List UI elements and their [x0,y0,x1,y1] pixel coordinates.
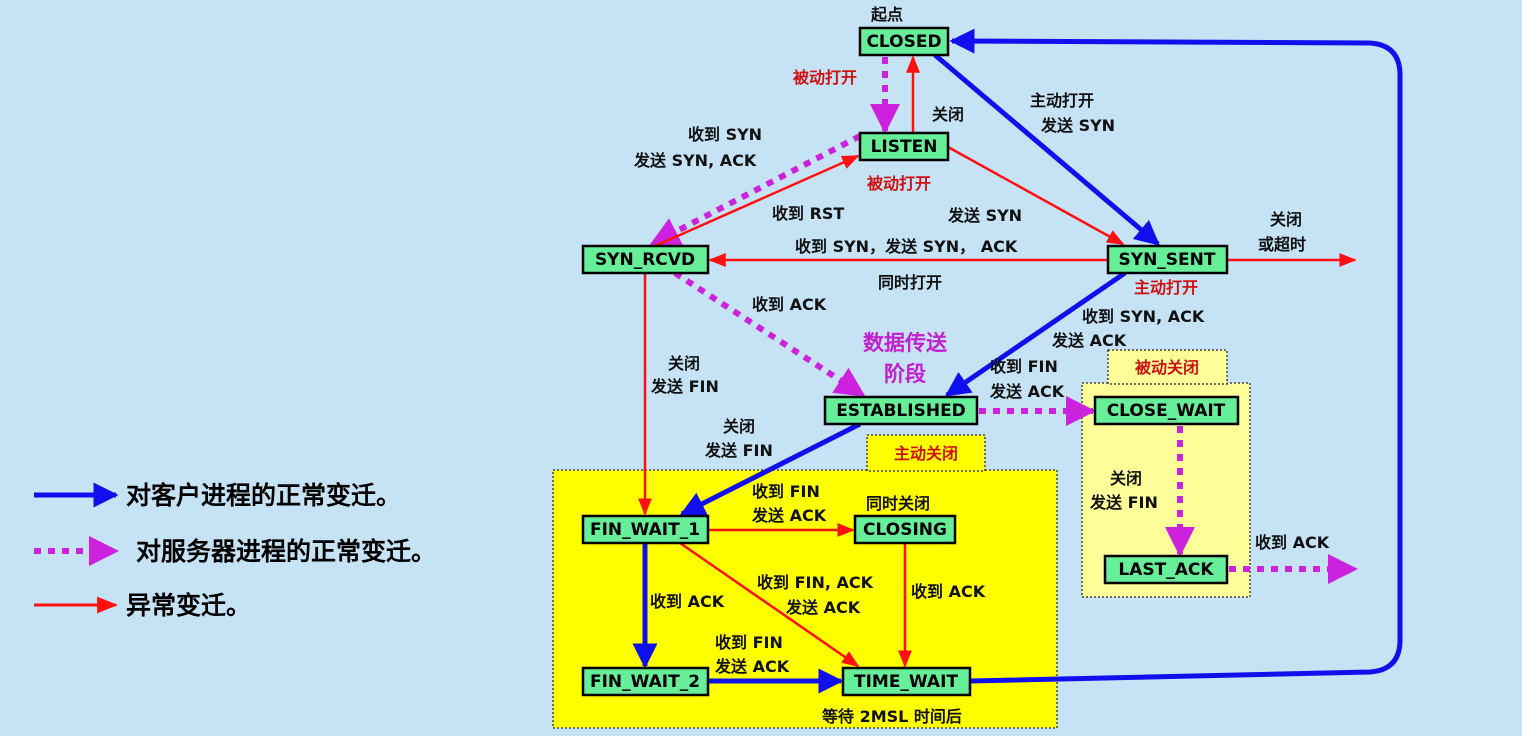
server-transitions [649,57,1358,584]
start-label: 起点 [870,5,903,24]
diagram-label: 发送 SYN [947,206,1022,225]
diagram-label: 发送 FIN [650,377,719,396]
close-label: 关闭 [932,105,964,124]
diagram-label: 对客户进程的正常变迁。 [126,481,401,510]
passive-close-label: 被动关闭 [1135,358,1199,377]
state-last-ack: LAST_ACK [1103,554,1229,585]
diagram-label: 同时打开 [878,273,942,292]
diagram-label: 收到 FIN, ACK [757,573,874,592]
diagram-label: FIN_WAIT_1 [590,520,700,540]
diagram-label: 收到 SYN, ACK [1082,307,1205,326]
edge-synrcvd-established [673,270,866,398]
diagram-label: CLOSE_WAIT [1107,401,1226,421]
diagram-label: FIN_WAIT_2 [590,672,700,692]
diagram-label: 发送 ACK [714,657,790,676]
diagram-label: 主动打开 [1030,91,1094,110]
diagram-label: 收到 RST [772,204,844,223]
diagram-label: 发送 ACK [751,506,827,525]
diagram-label: 主动打开 [1134,278,1198,297]
state-listen: LISTEN [858,131,950,162]
edge-listen-synrcvd [649,133,862,247]
client-transitions [632,28,1403,694]
state-close-wait: CLOSE_WAIT [1093,395,1240,426]
diagram-label: 发送 SYN [1040,116,1115,135]
state-fin-wait-1: FIN_WAIT_1 [581,514,710,545]
diagram-label: 发送 ACK [785,598,861,617]
abnormal-transitions [638,55,1357,668]
diagram-label: 发送 FIN [704,441,773,460]
diagram-label: 同时关闭 [866,494,930,513]
diagram-label: 关闭 [723,417,755,436]
diagram-label: 阶段 [884,362,926,386]
state-established: ESTABLISHED [823,395,979,426]
edge-timewait-closed [949,28,1403,684]
diagram-label: TIME_WAIT [854,672,958,692]
diagram-label: 收到 FIN [715,633,783,652]
diagram-label: 收到 ACK [1255,533,1330,552]
diagram-label: 收到 FIN [752,482,820,501]
diagram-label: 关闭 [1270,210,1302,229]
state-time-wait: TIME_WAIT [841,666,972,697]
legend-item-server: 对服务器进程的正常变迁。 [34,536,436,566]
state-fin-wait-2: FIN_WAIT_2 [581,666,710,697]
edge-closed-synsent [933,53,1160,246]
diagram-label: 发送 FIN [1089,493,1158,512]
edge-established-finwait1 [679,421,862,517]
state-syn-rcvd: SYN_RCVD [581,244,710,275]
legend: 对客户进程的正常变迁。 对服务器进程的正常变迁。 异常变迁。 [34,481,436,620]
diagram-label: CLOSING [863,520,947,540]
active-close-label: 主动关闭 [894,444,958,463]
diagram-label: ESTABLISHED [836,401,966,421]
legend-item-abnormal: 异常变迁。 [34,591,251,620]
diagram-label: LAST_ACK [1118,560,1214,580]
diagram-label: 关闭 [1110,469,1142,488]
passive-open-label: 被动打开 [793,68,857,87]
diagram-label: SYN_RCVD [595,250,695,270]
edge-listen-synsent [947,145,1125,246]
diagram-label: 发送 SYN, ACK [633,151,757,170]
diagram-label: 异常变迁。 [126,591,251,620]
diagram-label: 关闭 [668,354,700,373]
state-syn-sent: SYN_SENT [1106,244,1229,275]
diagram-label: 收到 ACK [650,592,725,611]
diagram-label: 收到 ACK [752,295,827,314]
edge-finwait1-timewait [679,541,860,668]
diagram-label: 发送 ACK [1051,331,1127,350]
edge-labels: 起点 被动打开 关闭 主动打开 发送 SYN 收到 SYN 发送 SYN, AC… [633,5,1330,726]
legend-item-client: 对客户进程的正常变迁。 [34,481,401,510]
diagram-label: 收到 ACK [911,582,986,601]
state-closing: CLOSING [853,514,957,545]
diagram-label: 收到 FIN [990,357,1058,376]
diagram-label: 被动打开 [867,174,931,193]
diagram-label: 数据传送 [863,331,948,355]
edge-synrcvd-listen [654,154,860,248]
diagram-label: 或超时 [1258,235,1306,254]
diagram-label: 收到 SYN，发送 SYN， ACK [795,237,1018,256]
state-closed: CLOSED [858,26,950,57]
diagram-label: 等待 2MSL 时间后 [821,707,962,726]
diagram-label: CLOSED [866,32,941,52]
diagram-label: SYN_SENT [1119,250,1216,270]
edge-synsent-established [944,270,1127,398]
diagram-label: 收到 SYN [688,125,762,144]
diagram-label: 对服务器进程的正常变迁。 [136,537,436,566]
diagram-label: LISTEN [871,137,938,157]
diagram-label: 发送 ACK [989,382,1065,401]
